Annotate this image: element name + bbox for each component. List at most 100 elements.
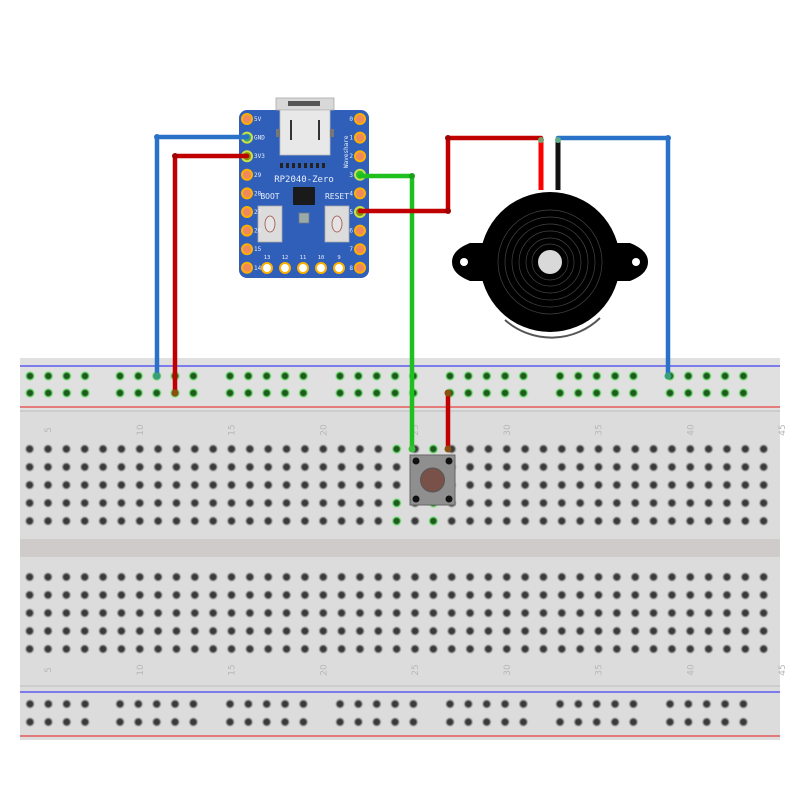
breadboard-hole[interactable] (391, 497, 403, 509)
breadboard-hole[interactable] (391, 443, 403, 455)
breadboard-hole[interactable] (134, 607, 146, 619)
breadboard-hole[interactable] (574, 443, 586, 455)
pin-pad[interactable] (279, 262, 291, 274)
power-rail-hole[interactable] (279, 716, 291, 728)
breadboard-hole[interactable] (372, 607, 384, 619)
breadboard-hole[interactable] (262, 461, 274, 473)
breadboard-hole[interactable] (97, 643, 109, 655)
breadboard-hole[interactable] (537, 571, 549, 583)
breadboard-hole[interactable] (372, 479, 384, 491)
wire-gp5-to-buzzer[interactable] (357, 135, 544, 214)
power-rail-hole[interactable] (132, 698, 144, 710)
breadboard-hole[interactable] (115, 607, 127, 619)
breadboard-hole[interactable] (152, 497, 164, 509)
breadboard-hole[interactable] (666, 479, 678, 491)
breadboard-hole[interactable] (299, 443, 311, 455)
breadboard-hole[interactable] (666, 461, 678, 473)
breadboard-hole[interactable] (115, 571, 127, 583)
breadboard-hole[interactable] (189, 589, 201, 601)
breadboard-hole[interactable] (134, 515, 146, 527)
breadboard-hole[interactable] (152, 607, 164, 619)
breadboard-hole[interactable] (427, 443, 439, 455)
breadboard-hole[interactable] (446, 643, 458, 655)
breadboard-hole[interactable] (684, 479, 696, 491)
power-rail-hole[interactable] (24, 716, 36, 728)
power-rail-hole[interactable] (591, 387, 603, 399)
breadboard-hole[interactable] (281, 571, 293, 583)
breadboard-hole[interactable] (42, 461, 54, 473)
pin-pad[interactable] (241, 243, 253, 256)
breadboard-hole[interactable] (556, 461, 568, 473)
breadboard-hole[interactable] (226, 589, 237, 601)
pin-pad[interactable] (241, 187, 253, 200)
breadboard-hole[interactable] (317, 515, 329, 527)
breadboard-hole[interactable] (629, 515, 641, 527)
breadboard-hole[interactable] (244, 607, 256, 619)
power-rail-hole[interactable] (151, 387, 163, 399)
breadboard-hole[interactable] (281, 461, 293, 473)
breadboard-hole[interactable] (299, 571, 311, 583)
breadboard-hole[interactable] (519, 589, 531, 601)
breadboard-hole[interactable] (684, 461, 696, 473)
breadboard-hole[interactable] (170, 571, 182, 583)
breadboard-hole[interactable] (611, 643, 623, 655)
breadboard-hole[interactable] (648, 571, 660, 583)
breadboard-hole[interactable] (115, 479, 127, 491)
power-rail-hole[interactable] (42, 387, 54, 399)
breadboard-hole[interactable] (758, 571, 770, 583)
power-rail-hole[interactable] (242, 387, 254, 399)
breadboard-hole[interactable] (482, 589, 494, 601)
breadboard-hole[interactable] (409, 571, 421, 583)
breadboard-hole[interactable] (482, 625, 494, 637)
breadboard-hole[interactable] (42, 571, 54, 583)
breadboard-hole[interactable] (482, 443, 494, 455)
breadboard-hole[interactable] (317, 479, 329, 491)
breadboard-hole[interactable] (556, 515, 568, 527)
power-rail-hole[interactable] (261, 370, 273, 382)
breadboard-hole[interactable] (482, 607, 494, 619)
breadboard-hole[interactable] (648, 479, 660, 491)
power-rail-hole[interactable] (609, 387, 621, 399)
breadboard-hole[interactable] (244, 443, 256, 455)
breadboard-hole[interactable] (60, 497, 72, 509)
breadboard-hole[interactable] (446, 515, 458, 527)
breadboard-hole[interactable] (501, 497, 513, 509)
breadboard-hole[interactable] (299, 461, 311, 473)
breadboard-hole[interactable] (739, 571, 751, 583)
breadboard-hole[interactable] (593, 607, 604, 619)
breadboard-hole[interactable] (739, 497, 751, 509)
power-rail-hole[interactable] (701, 698, 713, 710)
breadboard-hole[interactable] (134, 497, 146, 509)
breadboard-hole[interactable] (152, 515, 164, 527)
breadboard-hole[interactable] (464, 643, 476, 655)
power-rail-hole[interactable] (719, 716, 731, 728)
breadboard-hole[interactable] (739, 625, 751, 637)
breadboard-hole[interactable] (629, 571, 641, 583)
breadboard-hole[interactable] (281, 643, 293, 655)
pin-pad[interactable] (241, 261, 253, 274)
breadboard-hole[interactable] (97, 479, 109, 491)
breadboard-hole[interactable] (281, 479, 293, 491)
power-rail-hole[interactable] (701, 387, 713, 399)
breadboard-hole[interactable] (391, 461, 403, 473)
power-rail-hole[interactable] (24, 698, 36, 710)
breadboard-hole[interactable] (519, 625, 531, 637)
breadboard-hole[interactable] (464, 479, 476, 491)
breadboard-hole[interactable] (556, 625, 568, 637)
breadboard-hole[interactable] (152, 443, 164, 455)
power-rail-hole[interactable] (517, 698, 529, 710)
breadboard-hole[interactable] (519, 443, 531, 455)
breadboard-hole[interactable] (207, 643, 219, 655)
breadboard-hole[interactable] (42, 479, 54, 491)
power-rail-hole[interactable] (352, 370, 364, 382)
power-rail-hole[interactable] (24, 387, 36, 399)
breadboard-hole[interactable] (97, 497, 109, 509)
breadboard-hole[interactable] (703, 643, 715, 655)
breadboard-hole[interactable] (391, 589, 403, 601)
breadboard-hole[interactable] (446, 607, 458, 619)
breadboard-hole[interactable] (648, 625, 660, 637)
breadboard-hole[interactable] (60, 607, 72, 619)
breadboard-hole[interactable] (317, 443, 329, 455)
breadboard-hole[interactable] (60, 571, 72, 583)
power-rail-hole[interactable] (371, 387, 383, 399)
